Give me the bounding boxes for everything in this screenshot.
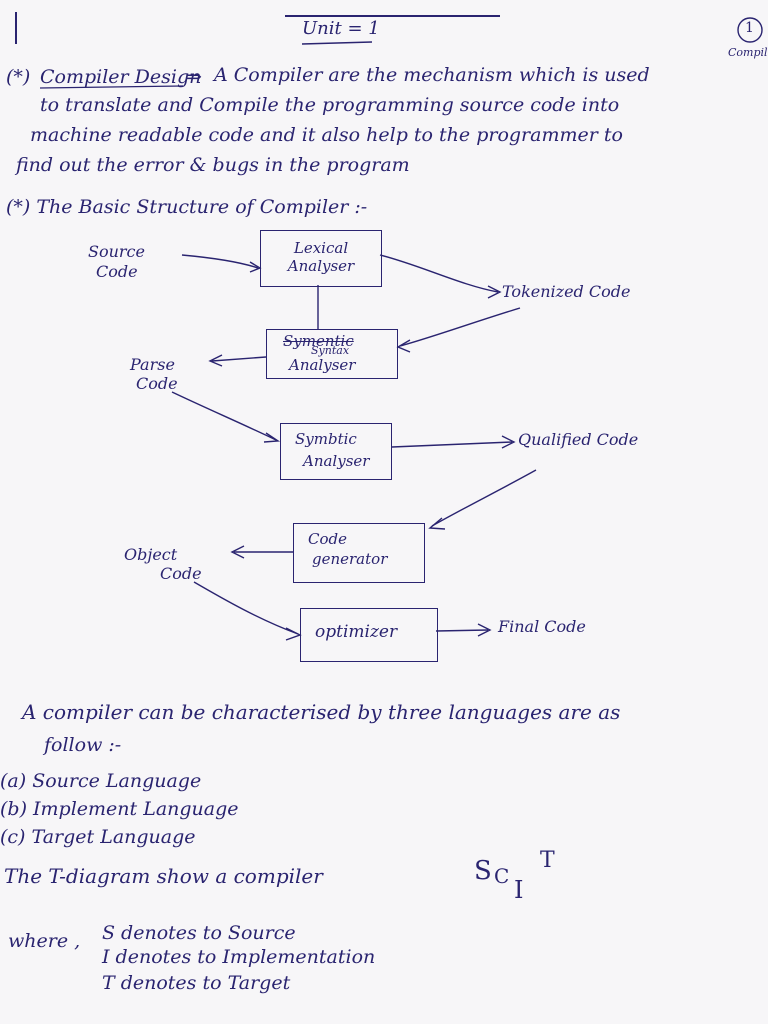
syntax-small-label: Syntax — [311, 344, 350, 357]
intro-line-3: machine readable code and it also help t… — [30, 124, 623, 146]
intro-line-1: A Compiler are the mechanism which is us… — [214, 64, 650, 86]
structure-heading: (*) The Basic Structure of Compiler :- — [6, 196, 368, 218]
qualified-code-label: Qualified Code — [518, 430, 639, 449]
where-lead: where , — [8, 930, 81, 952]
intro-line-2: to translate and Compile the programming… — [40, 94, 620, 116]
optimizer-label: optimizer — [315, 622, 398, 642]
tokenized-code-label: Tokenized Code — [502, 282, 631, 301]
codegen-label-1: Code — [308, 530, 347, 548]
where-row-s: S denotes to Source — [102, 922, 296, 944]
parse-code-label-2: Code — [136, 374, 178, 393]
where-row-t: T denotes to Target — [102, 972, 291, 994]
semantic-analyser-box: Symbtic Analyser — [280, 423, 392, 480]
t-diagram-s: S — [474, 856, 492, 886]
unit-title: Unit = 1 — [302, 18, 380, 39]
source-code-label-1: Source — [88, 242, 145, 261]
where-row-i: I denotes to Implementation — [102, 946, 376, 968]
intro-arrow: ⇒ — [186, 66, 202, 88]
code-generator-box: Code generator — [293, 523, 425, 583]
language-item-a: (a) Source Language — [0, 770, 202, 792]
corner-note: Compil — [728, 46, 768, 59]
optimizer-box: optimizer — [300, 608, 438, 662]
t-diagram-c: C — [494, 864, 510, 888]
lexical-analyser-label: Lexical Analyser — [287, 239, 355, 275]
object-code-label-1: Object — [124, 545, 178, 564]
language-item-b: (b) Implement Language — [0, 798, 239, 820]
t-diagram-i: I — [514, 876, 524, 904]
intro-bullet: (*) — [6, 66, 31, 88]
syntax-analyser-box: Symentic Syntax Analyser — [266, 329, 398, 379]
parse-code-label-1: Parse — [130, 355, 175, 374]
syntax-main-label: Analyser — [289, 356, 356, 374]
t-diagram-t: T — [540, 848, 555, 873]
languages-intro-1: A compiler can be characterised by three… — [22, 700, 621, 724]
t-diagram-text: The T-diagram show a compiler — [4, 864, 323, 888]
final-code-label: Final Code — [498, 617, 586, 636]
intro-line-4: find out the error & bugs in the program — [16, 154, 410, 176]
object-code-label-2: Code — [160, 564, 202, 583]
page-number: 1 — [745, 20, 754, 36]
codegen-label-2: generator — [312, 550, 388, 568]
syntax-struck-label: Symentic — [283, 332, 354, 350]
intro-heading: Compiler Design — [40, 66, 202, 88]
languages-intro-2: follow :- — [44, 734, 122, 756]
source-code-label-2: Code — [96, 262, 138, 281]
semantic-sub-label: Analyser — [303, 452, 370, 470]
language-item-c: (c) Target Language — [0, 826, 196, 848]
lexical-analyser-box: Lexical Analyser — [260, 230, 382, 287]
semantic-main-label: Symbtic — [295, 430, 357, 448]
